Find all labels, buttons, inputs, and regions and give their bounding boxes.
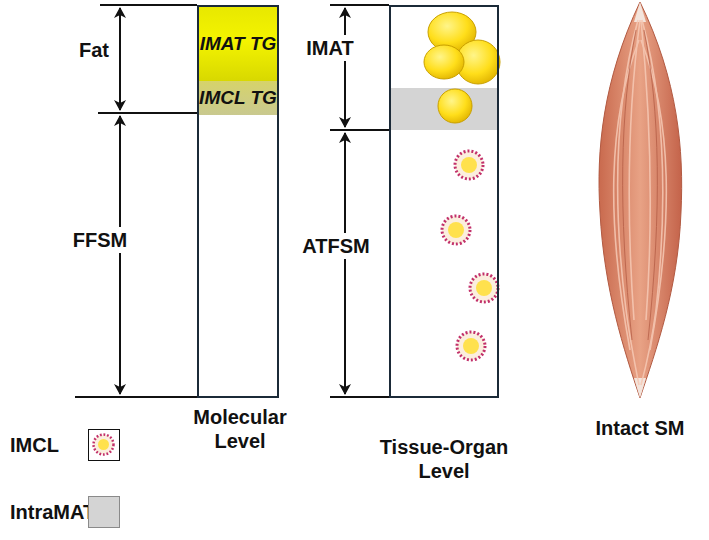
legend-swatch xyxy=(88,429,120,461)
dimension-label: IMAT xyxy=(304,35,355,61)
adipocytes xyxy=(424,12,500,123)
tissue-column: Tissue-Organ Level xyxy=(389,5,499,398)
band-label: IMCL TG xyxy=(199,86,277,110)
illustration-caption: Intact SM xyxy=(594,415,687,441)
legend-text: IMCL xyxy=(10,433,59,457)
dimension-label: ATFSM xyxy=(300,233,371,259)
band-label: IMAT TG xyxy=(199,32,277,56)
dimension-label: FFSM xyxy=(71,227,129,253)
level-caption: Molecular Level xyxy=(187,405,293,453)
imat-tg-band: IMAT TG xyxy=(199,7,277,81)
legend-swatch xyxy=(88,496,120,528)
muscle-illustration xyxy=(599,2,682,398)
dimension-label: Fat xyxy=(77,37,111,63)
intramat-band xyxy=(391,88,497,130)
imcl-droplets xyxy=(442,151,498,360)
level-caption: Tissue-Organ Level xyxy=(379,435,509,483)
imcl-tg-band: IMCL TG xyxy=(199,81,277,115)
imcl-icon xyxy=(89,430,118,459)
molecular-column: Molecular LevelIMAT TGIMCL TG xyxy=(197,5,279,398)
guide-lines xyxy=(75,5,389,397)
legend-text: IntraMAT xyxy=(10,500,95,524)
